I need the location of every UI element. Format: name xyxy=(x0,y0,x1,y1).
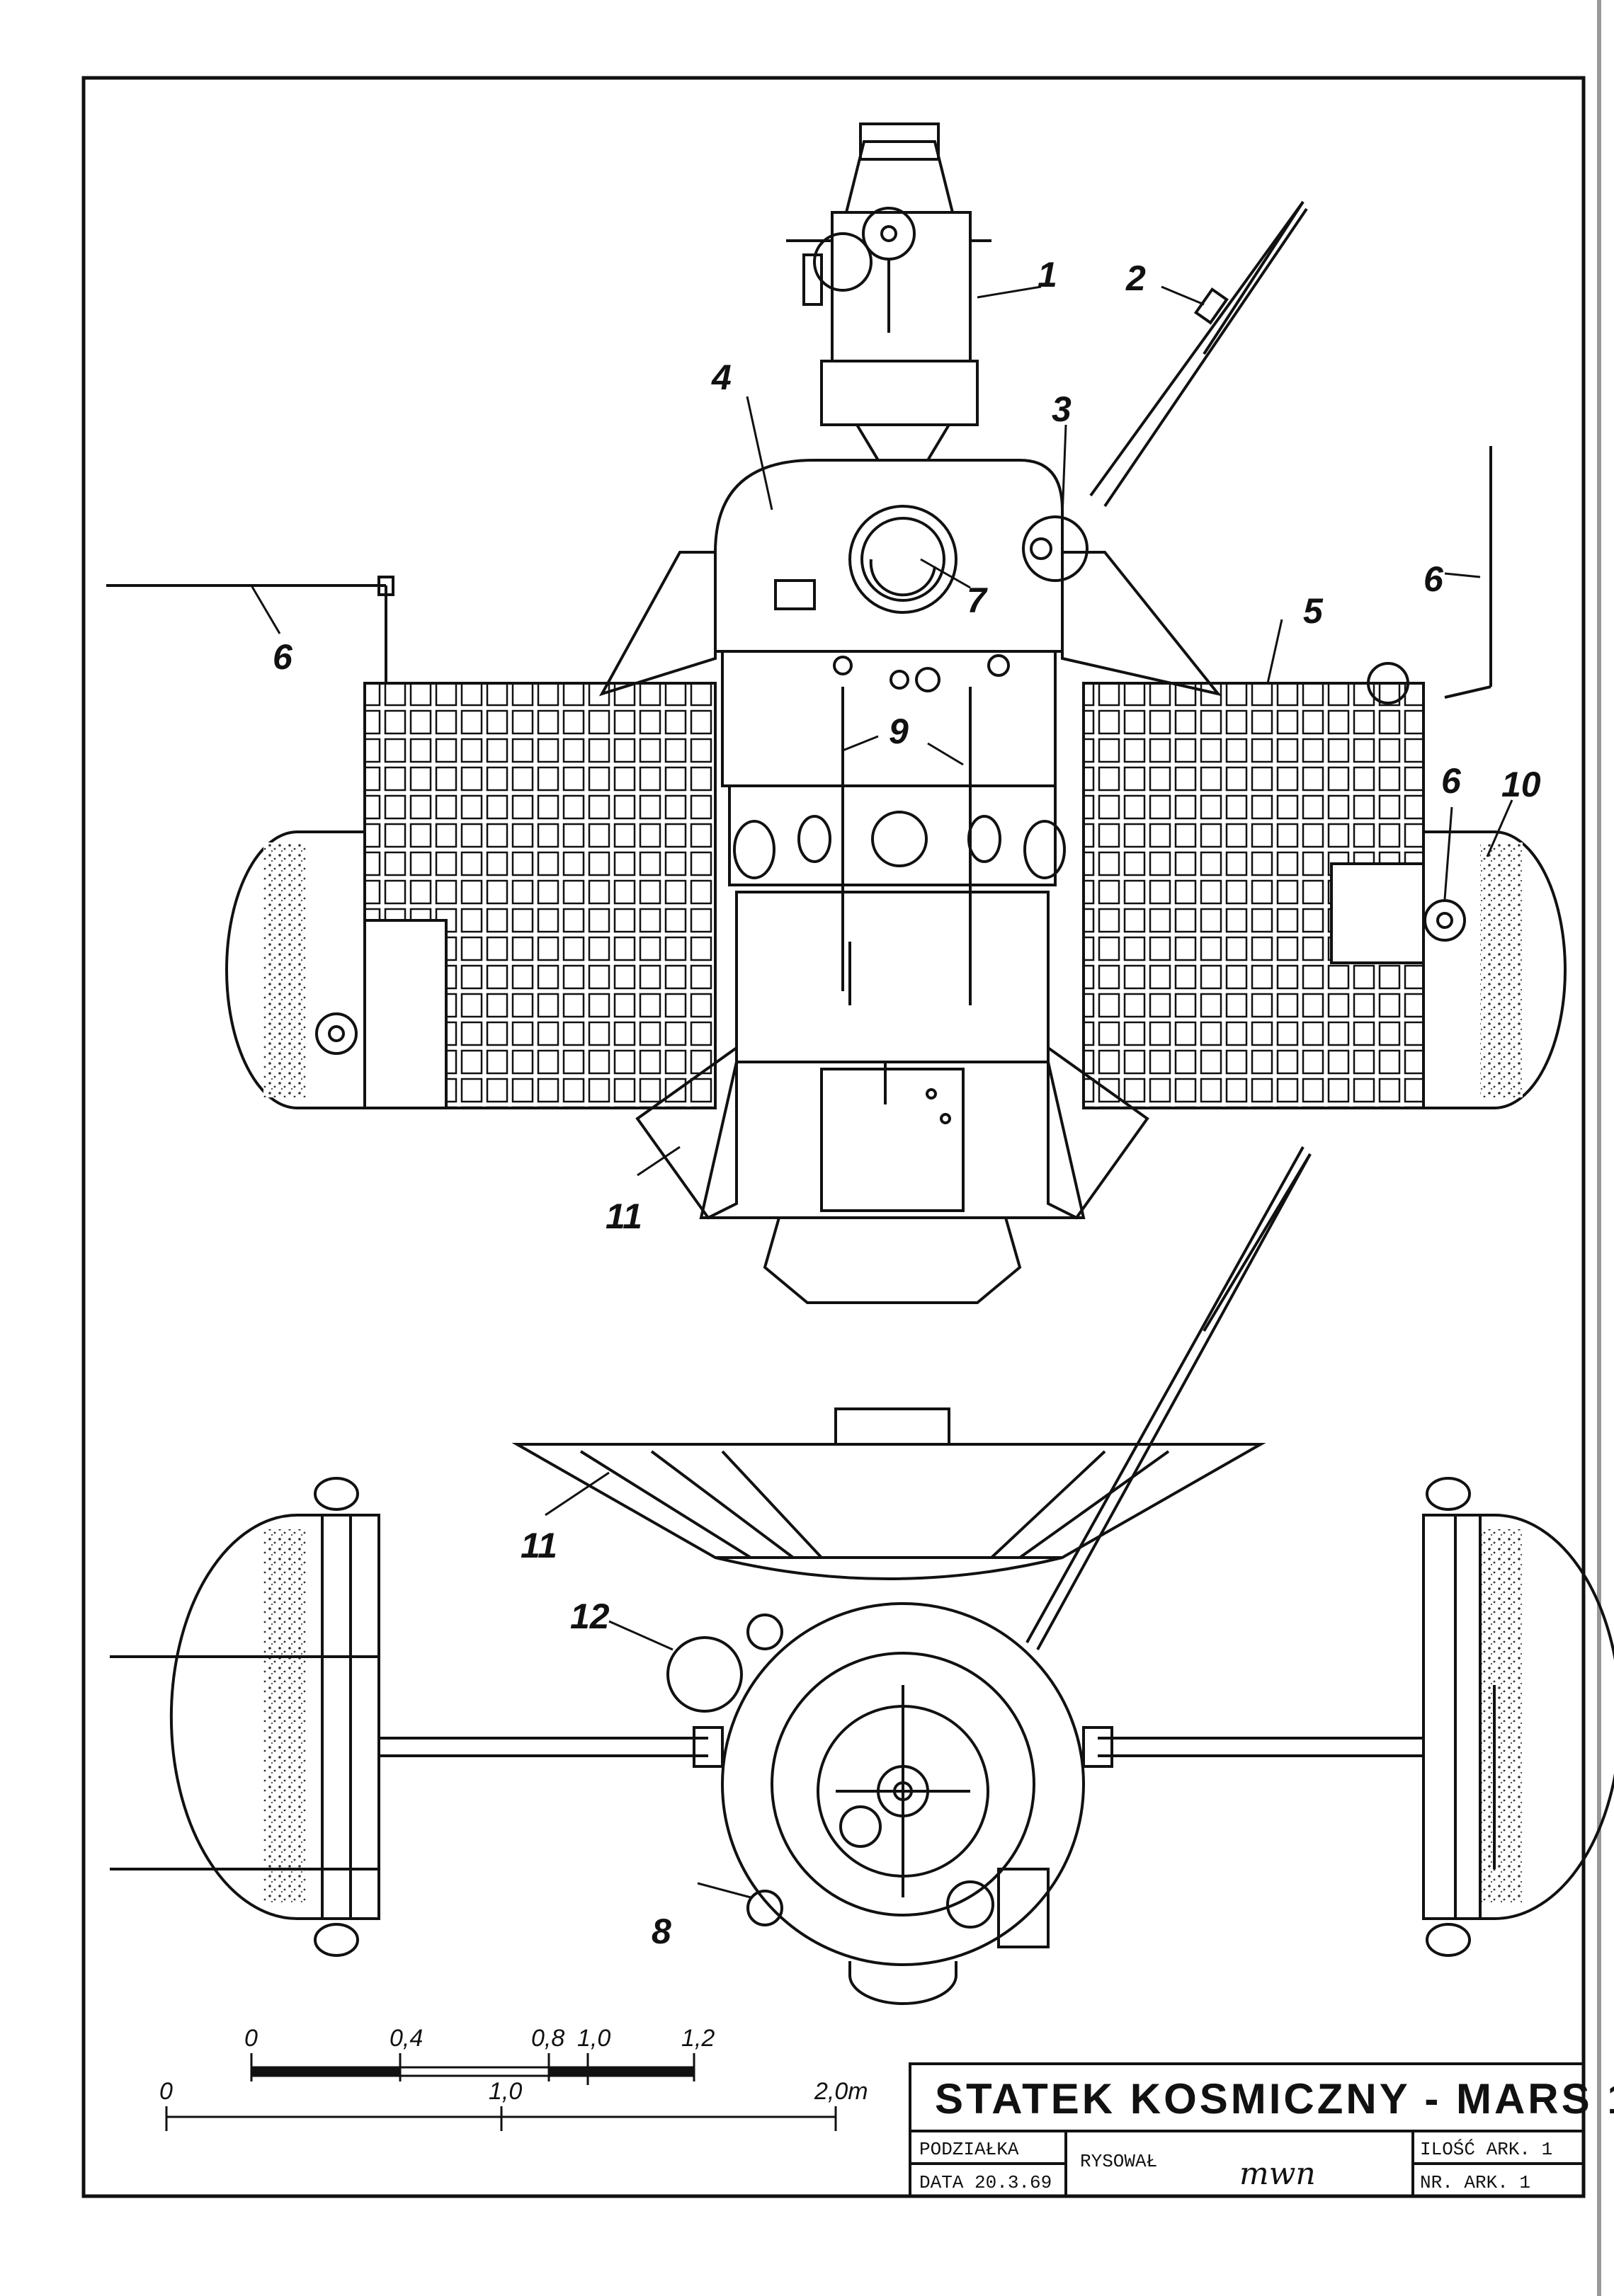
small-scale-tick-0: 0 xyxy=(244,2025,258,2052)
callout-6-right-top: 6 xyxy=(1423,559,1444,599)
scale-bar-large-ticks: 0 1,0 2,0m xyxy=(159,2078,868,2105)
end-radiator-right xyxy=(1422,830,1567,1109)
end-radiator-right-side xyxy=(1422,1477,1614,1957)
callout-6-left: 6 xyxy=(273,637,293,677)
callout-10: 10 xyxy=(1501,765,1541,804)
round-body xyxy=(721,1602,1085,2005)
gas-bottles xyxy=(666,1614,783,1713)
sheet-number-label: NR. ARK. 1 xyxy=(1420,2172,1530,2193)
main-body xyxy=(714,459,1089,991)
callout-5: 5 xyxy=(1303,591,1324,631)
large-scale-tick-0: 0 xyxy=(159,2078,173,2105)
solar-panel-left xyxy=(363,682,717,1109)
high-gain-antenna-side xyxy=(1025,1146,1312,1650)
callout-11-top: 11 xyxy=(606,1196,642,1236)
scale-bar-small xyxy=(250,2053,695,2085)
large-scale-tick-1: 1,0 xyxy=(489,2078,522,2105)
large-scale-tick-2: 2,0m xyxy=(814,2078,868,2105)
small-scale-tick-2: 0,8 xyxy=(531,2025,564,2052)
sheet-count-label: ILOŚĆ ARK. 1 xyxy=(1420,2139,1552,2160)
callout-4: 4 xyxy=(711,358,732,397)
instrument-module xyxy=(786,122,991,462)
engine-bay xyxy=(699,891,1086,1304)
date-label: DATA 20.3.69 xyxy=(919,2172,1052,2193)
callout-9: 9 xyxy=(889,712,909,751)
callout-7: 7 xyxy=(967,581,988,620)
end-radiator-left xyxy=(225,830,366,1109)
callout-1: 1 xyxy=(1038,255,1057,295)
title-block-title: STATEK KOSMICZNY - MARS 1 xyxy=(935,2075,1614,2123)
callout-labels: 1 2 3 4 5 6 6 6 7 9 10 11 11 12 8 xyxy=(273,255,1541,1951)
booms xyxy=(379,1726,1423,1768)
end-radiator-left-side xyxy=(169,1477,380,1957)
whip-antennas xyxy=(106,446,1492,704)
leader-lines xyxy=(250,285,1513,1899)
scale-bar-small-ticks: 0 0,4 0,8 1,0 1,2 xyxy=(244,2025,715,2052)
callout-6-right-panel: 6 xyxy=(1441,761,1462,801)
scale-bar-large xyxy=(165,2106,837,2131)
callout-3: 3 xyxy=(1052,389,1072,429)
callout-12: 12 xyxy=(570,1597,610,1636)
top-view xyxy=(106,122,1567,1304)
whip-antennas-side xyxy=(110,1655,1496,1871)
solar-panel-right xyxy=(1082,682,1425,1109)
callout-2: 2 xyxy=(1125,258,1146,298)
title-block xyxy=(909,2062,1585,2198)
high-gain-antenna xyxy=(1089,200,1308,508)
signature: mwn xyxy=(1239,2156,1316,2192)
callout-8: 8 xyxy=(652,1912,671,1951)
side-view xyxy=(110,1146,1614,2005)
small-scale-tick-3: 1,0 xyxy=(577,2025,610,2052)
small-scale-tick-1: 0,4 xyxy=(390,2025,423,2052)
drawn-by-label: RYSOWAŁ xyxy=(1080,2151,1157,2172)
small-scale-tick-4: 1,2 xyxy=(681,2025,715,2052)
radiator-dish xyxy=(511,1407,1266,1580)
callout-11-side: 11 xyxy=(521,1526,557,1565)
drawing-border xyxy=(81,76,1586,2198)
scale-label: PODZIAŁKA xyxy=(919,2139,1019,2160)
